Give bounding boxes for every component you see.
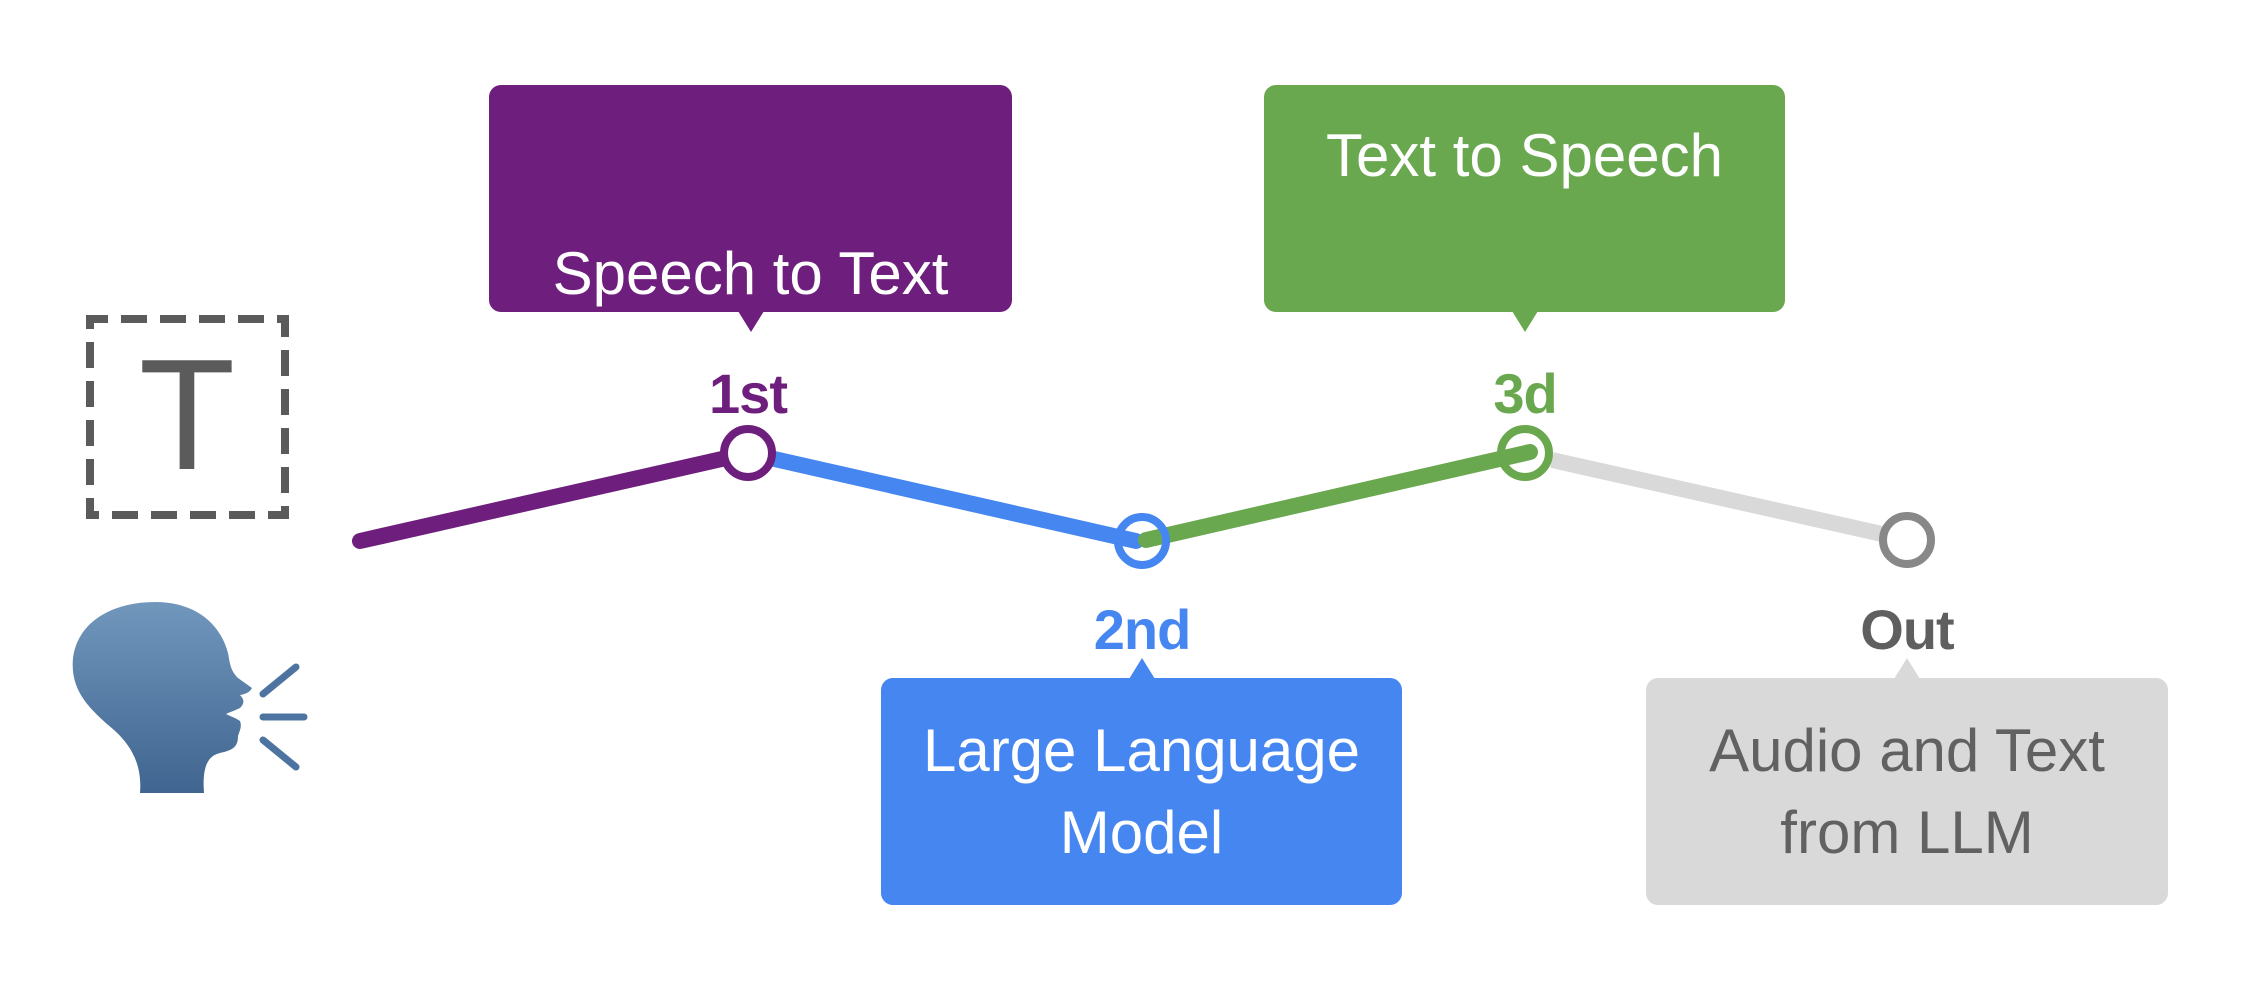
node-out	[1879, 512, 1935, 568]
callout-pointer	[737, 311, 764, 332]
step-label-1st: 1st	[709, 362, 788, 425]
callout-speech-to-text: Speech to Text	[489, 85, 1012, 332]
connector-start-to-1st	[352, 448, 743, 549]
step-label-2nd: 2nd	[1093, 598, 1192, 661]
callout-pointer	[1128, 658, 1155, 679]
callout-pointer	[1894, 658, 1920, 679]
connector-3d-to-out	[1550, 452, 1884, 542]
callout-large-language-model: Large Language Model	[881, 658, 1402, 905]
text-box-icon: T	[86, 315, 289, 519]
callout-title-line-2: Model	[1059, 799, 1224, 866]
callout-audio-and-text-output: Audio and Text from LLM	[1646, 658, 2168, 905]
callout-title-line-1: Large Language	[922, 717, 1361, 784]
callout-title: Speech to Text	[552, 240, 949, 307]
callout-text-to-speech: Text to Speech	[1264, 85, 1785, 332]
connector-1st-to-2nd	[762, 450, 1144, 549]
callout-title-line-1: Audio and Text	[1709, 717, 2105, 784]
callout-title: Audio and Text from LLM	[1646, 710, 2168, 874]
text-box-glyph: T	[139, 327, 236, 503]
node-2nd	[1114, 513, 1170, 569]
node-3d	[1497, 425, 1553, 481]
callout-title: Large Language Model	[881, 710, 1402, 874]
step-label-3d: 3d	[1493, 362, 1557, 425]
node-1st	[720, 425, 776, 481]
speaking-head-icon	[72, 602, 308, 793]
callout-title: Text to Speech	[1326, 122, 1723, 189]
step-label-out: Out	[1860, 598, 1954, 661]
callout-title-line-2: from LLM	[1780, 799, 2034, 866]
callout-pointer	[1511, 311, 1538, 332]
connector-2nd-to-3d	[1138, 444, 1538, 548]
